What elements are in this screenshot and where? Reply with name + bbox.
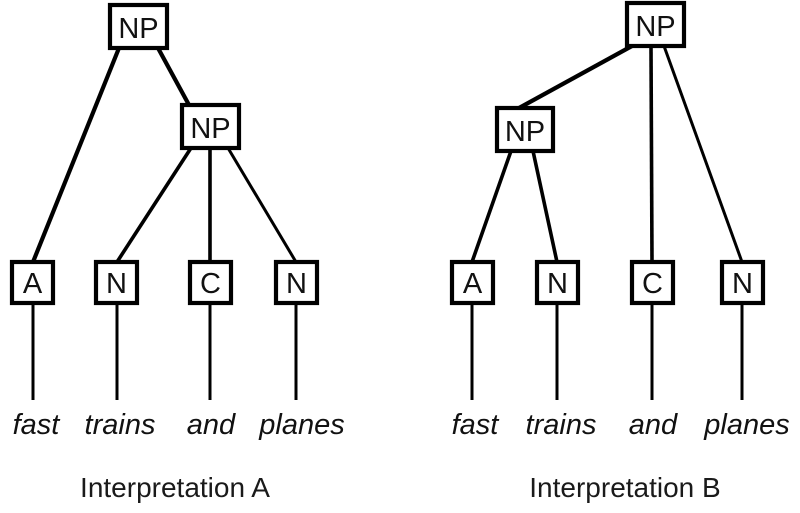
node-leaf-c[interactable]: C: [629, 259, 676, 306]
word-and: and: [187, 409, 236, 441]
word-and: and: [629, 409, 678, 441]
leaf-n2-label: N: [732, 268, 753, 300]
caption-interpretation-a: Interpretation A: [80, 472, 270, 503]
leaf-c-box: [629, 259, 676, 306]
edge-root-to-c: [649, 45, 654, 263]
edge-root-to-n2: [662, 45, 744, 263]
node-leaf-a[interactable]: A: [449, 259, 496, 306]
word-planes: planes: [703, 409, 789, 441]
leaf-a-box: [9, 259, 56, 306]
word-trains: trains: [526, 409, 597, 441]
node-leaf-n1[interactable]: N: [534, 259, 581, 306]
inner-np-box: [179, 102, 242, 151]
node-leaf-a[interactable]: A: [9, 259, 56, 306]
leaf-a-label: A: [463, 268, 483, 300]
node-leaf-n1[interactable]: N: [93, 259, 140, 306]
edge-root-to-np: [517, 44, 634, 110]
word-trains: trains: [85, 409, 156, 441]
root-np-box: [107, 2, 170, 51]
word-fast: fast: [452, 409, 501, 441]
edge-root-to-a: [31, 47, 121, 263]
edge-np-to-n2: [226, 147, 298, 263]
node-leaf-c[interactable]: C: [187, 259, 234, 306]
leaf-n1-label: N: [547, 268, 568, 300]
leaf-a-label: A: [23, 268, 43, 300]
leaf-n1-box: [534, 259, 581, 306]
leaf-n1-box: [93, 259, 140, 306]
word-fast: fast: [13, 409, 62, 441]
node-root-np[interactable]: NP: [624, 0, 687, 49]
word-planes: planes: [258, 409, 344, 441]
leaf-n2-label: N: [286, 268, 307, 300]
root-np-box: [624, 0, 687, 49]
node-root-np[interactable]: NP: [107, 2, 170, 51]
inner-np-box: [494, 105, 556, 154]
node-leaf-n2[interactable]: N: [273, 259, 320, 306]
caption-interpretation-b: Interpretation B: [529, 472, 720, 503]
node-inner-np[interactable]: NP: [179, 102, 242, 151]
node-inner-np[interactable]: NP: [494, 105, 556, 154]
edge-np-to-n1: [115, 147, 193, 263]
leaf-n1-label: N: [106, 268, 127, 300]
edge-root-to-np: [156, 46, 191, 107]
root-np-label: NP: [635, 11, 675, 43]
leaf-c-box: [187, 259, 234, 306]
leaf-n2-box: [719, 259, 766, 306]
leaf-n2-box: [273, 259, 320, 306]
inner-np-label: NP: [505, 116, 545, 148]
node-leaf-n2[interactable]: N: [719, 259, 766, 306]
edge-np-to-n1: [531, 150, 559, 263]
leaf-c-label: C: [200, 268, 221, 300]
inner-np-label: NP: [190, 113, 230, 145]
leaf-a-box: [449, 259, 496, 306]
root-np-label: NP: [118, 13, 158, 45]
leaf-c-label: C: [642, 268, 663, 300]
edge-np-to-a: [470, 150, 513, 263]
